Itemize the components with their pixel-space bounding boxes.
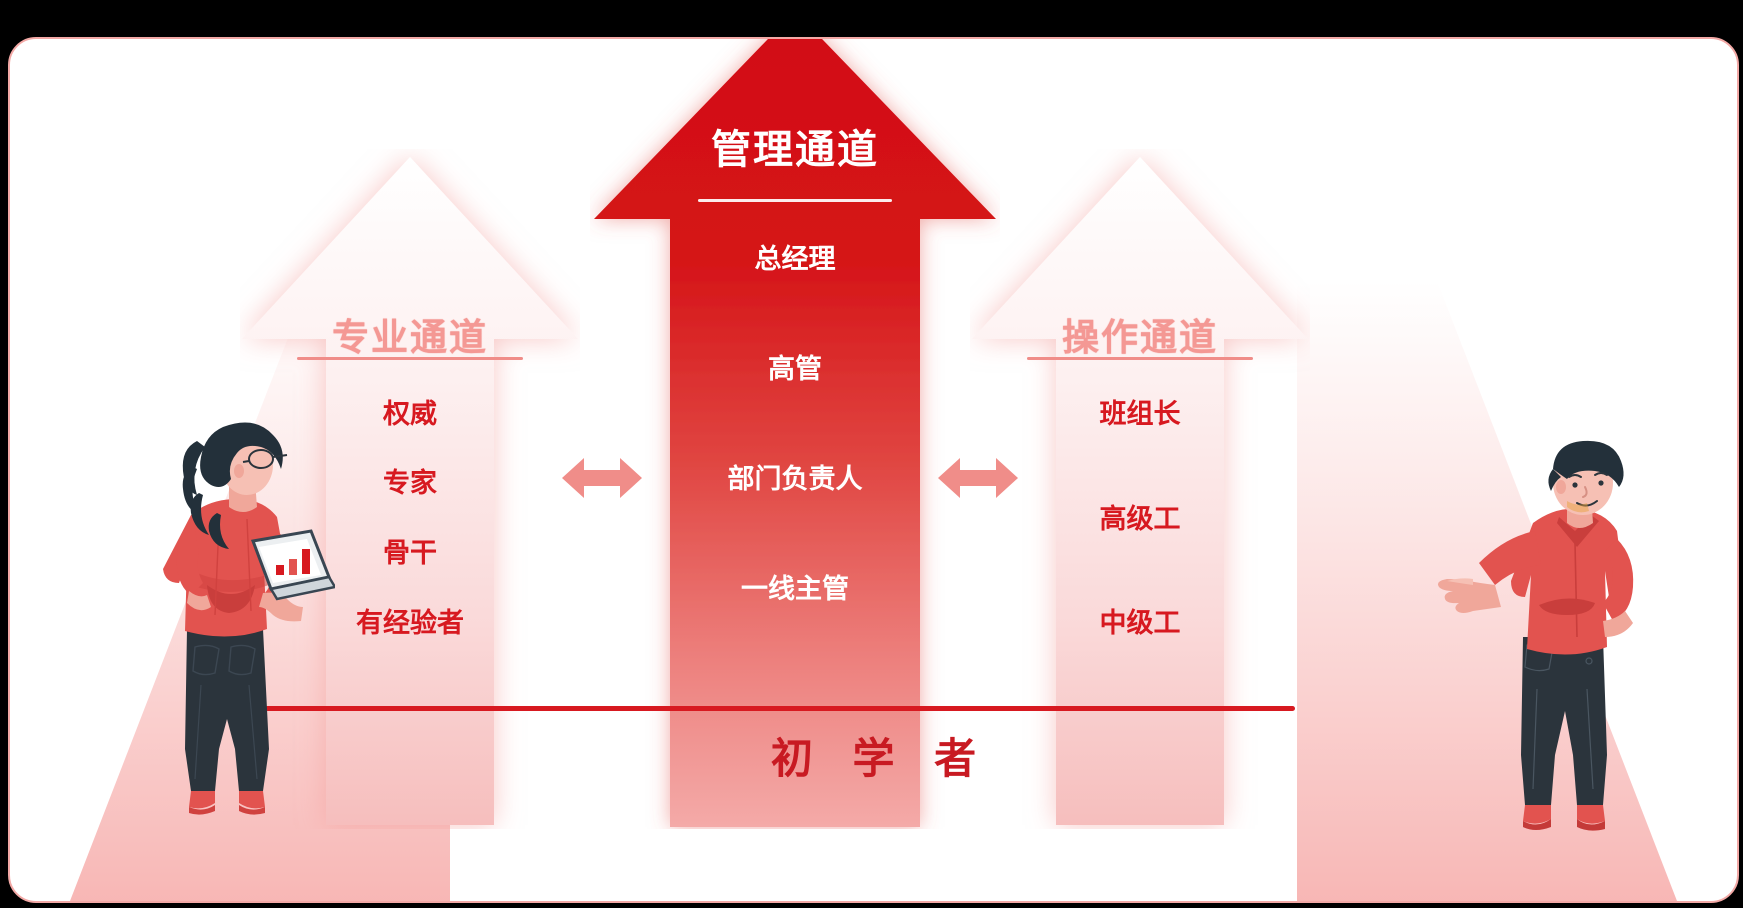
double-arrow-horizontal-icon [562, 458, 642, 498]
center-rank-3[interactable]: 一线主管 [741, 574, 849, 604]
center-track-rule [698, 199, 892, 202]
woman-with-laptop-illustration [135, 419, 335, 819]
right-rank-1[interactable]: 高级工 [1099, 504, 1181, 534]
left-rank-3[interactable]: 有经验者 [356, 608, 464, 638]
man-pointing-illustration [1427, 439, 1637, 839]
diagram-card: 专业通道 权威 专家 骨干 有经验者 [8, 37, 1739, 903]
left-center-exchange[interactable] [562, 450, 642, 506]
left-arrow-shape [242, 157, 578, 825]
left-rank-2[interactable]: 骨干 [383, 538, 437, 568]
right-arrow-shape [972, 157, 1308, 825]
center-rank-1[interactable]: 高管 [768, 354, 822, 384]
center-rank-0[interactable]: 总经理 [754, 244, 836, 274]
right-track-title: 操作通道 [1062, 317, 1218, 358]
right-rank-2[interactable]: 中级工 [1099, 608, 1181, 638]
right-rank-0[interactable]: 班组长 [1099, 399, 1181, 429]
career-track-operation[interactable]: 操作通道 班组长 高级工 中级工 [970, 149, 1310, 829]
right-track-rule [1027, 357, 1253, 360]
center-track-title: 管理通道 [711, 128, 879, 172]
baseline-label: 初 学 者 [770, 735, 991, 782]
left-track-title: 专业通道 [332, 317, 488, 358]
center-rank-2[interactable]: 部门负责人 [727, 464, 863, 494]
left-rank-1[interactable]: 专家 [383, 468, 437, 498]
person-illustration-icon [163, 422, 335, 815]
left-track-rule [297, 357, 523, 360]
center-arrow-shape [594, 39, 996, 827]
person-illustration-icon [1438, 440, 1634, 831]
left-rank-0[interactable]: 权威 [383, 399, 437, 429]
baseline-rule [265, 706, 1295, 711]
career-track-professional[interactable]: 专业通道 权威 专家 骨干 有经验者 [240, 149, 580, 829]
career-track-management[interactable]: 管理通道 总经理 高管 部门负责人 一线主管 [590, 39, 1000, 829]
double-arrow-horizontal-icon [938, 458, 1018, 498]
center-right-exchange[interactable] [938, 450, 1018, 506]
